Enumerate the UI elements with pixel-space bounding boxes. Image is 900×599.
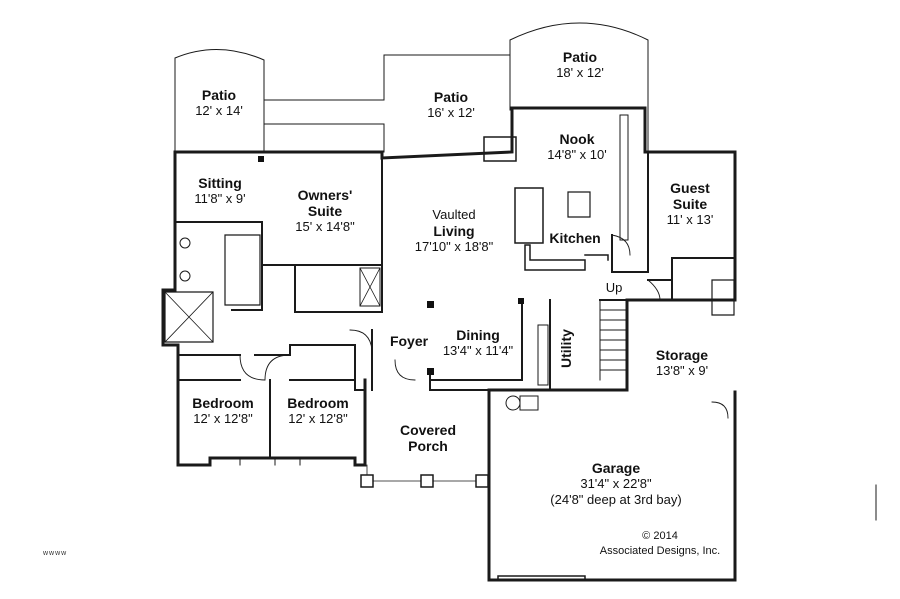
garage-wall <box>489 300 735 580</box>
room-dim: 11' x 13' <box>666 212 714 227</box>
room-patio-right: Patio 18' x 12' <box>556 49 604 81</box>
room-garage: Garage 31'4" x 22'8" (24'8" deep at 3rd … <box>550 460 681 508</box>
stairs <box>600 300 627 380</box>
room-storage: Storage 13'8" x 9' <box>656 347 708 379</box>
kitchen-island <box>515 188 543 243</box>
patio-left-outline <box>175 49 264 152</box>
stair-label: Up <box>605 280 623 295</box>
porch-edge <box>367 465 476 481</box>
room-dim: 14'8" x 10' <box>547 147 607 162</box>
room-name: Sitting <box>198 175 242 191</box>
nook-fireplace <box>484 137 516 161</box>
patio-right-outline <box>510 23 648 150</box>
room-dim: 13'4" x 11'4" <box>442 343 514 358</box>
garage-fixture <box>520 396 538 410</box>
room-name: Owners' <box>297 187 353 203</box>
exterior-wall-main <box>175 108 735 300</box>
room-sitting: Sitting 11'8" x 9' <box>194 175 245 207</box>
porch-post-1 <box>361 475 373 487</box>
room-dim: 31'4" x 22'8" <box>580 476 652 491</box>
room-bedroom-left: Bedroom 12' x 12'8" <box>192 395 253 427</box>
room-dim: 17'10" x 18'8" <box>414 239 494 254</box>
room-covered-porch: Covered Porch <box>400 422 456 454</box>
shower <box>165 292 213 342</box>
copyright-line-1: © 2014 <box>642 530 678 542</box>
room-guest-suite: Guest Suite 11' x 13' <box>667 180 714 228</box>
porch-post-3 <box>476 475 488 487</box>
garage-circle <box>506 396 520 410</box>
column-2 <box>427 368 434 375</box>
exterior-wall-left <box>163 152 365 465</box>
nook-window <box>620 115 628 240</box>
room-name: Covered <box>399 422 457 438</box>
door-swings <box>240 235 728 418</box>
room-patio-left: Patio 12' x 14' <box>195 87 243 119</box>
room-name-2: Suite <box>672 196 708 212</box>
room-dining: Dining 13'4" x 11'4" <box>443 327 513 359</box>
room-dim: 12' x 14' <box>195 103 243 118</box>
room-name: Patio <box>562 49 598 65</box>
shower-diag <box>165 292 213 342</box>
porch-post-2 <box>421 475 433 487</box>
room-name-2: Porch <box>408 438 448 454</box>
sink-1 <box>180 238 190 248</box>
room-bedroom-right: Bedroom 12' x 12'8" <box>287 395 348 427</box>
cooktop <box>568 192 590 217</box>
closet-shower <box>360 268 380 306</box>
closet-diag <box>360 268 380 306</box>
patio-center-outline <box>264 55 510 152</box>
room-name: Kitchen <box>549 230 601 246</box>
room-foyer: Foyer <box>390 333 428 349</box>
room-name-1: Vaulted <box>432 207 476 222</box>
room-dim: 11'8" x 9' <box>194 191 246 206</box>
watermark: wwww <box>43 550 68 557</box>
room-name: Living <box>433 223 475 239</box>
room-up: Up <box>606 280 623 296</box>
room-dim: 16' x 12' <box>427 105 475 120</box>
room-name: Bedroom <box>287 395 349 411</box>
room-name: Dining <box>456 327 500 343</box>
copyright-line-2: Associated Designs, Inc. <box>599 545 721 557</box>
room-dim: 13'8" x 9' <box>655 363 709 378</box>
room-dim: 12' x 12'8" <box>193 411 253 426</box>
room-nook: Nook 14'8" x 10' <box>547 131 606 163</box>
room-vaulted-living: Vaulted Living 17'10" x 18'8" <box>415 207 494 255</box>
room-name: Nook <box>559 131 595 147</box>
room-kitchen: Kitchen <box>549 230 600 246</box>
room-dim: 12' x 12'8" <box>288 411 348 426</box>
room-name: Storage <box>655 347 709 363</box>
room-dim-2: (24'8" deep at 3rd bay) <box>550 492 682 507</box>
column-4 <box>258 156 264 162</box>
room-name-2: Suite <box>307 203 343 219</box>
room-owners-suite: Owners' Suite 15' x 14'8" <box>295 187 354 235</box>
column-1 <box>427 301 434 308</box>
owners-tub <box>225 235 260 305</box>
garage-door <box>498 576 585 580</box>
room-dim: 18' x 12' <box>556 65 604 80</box>
room-patio-center: Patio 16' x 12' <box>427 89 475 121</box>
sink-2 <box>180 271 190 281</box>
column-3 <box>518 298 524 304</box>
room-name: Guest <box>670 180 710 196</box>
room-name: Bedroom <box>192 395 254 411</box>
guest-tub <box>712 280 734 315</box>
room-name: Patio <box>433 89 469 105</box>
utility-counter <box>538 325 548 385</box>
room-name: Garage <box>591 460 641 476</box>
room-dim: 15' x 14'8" <box>295 219 355 234</box>
room-utility: Utility <box>558 329 574 368</box>
kitchen-counter <box>525 245 608 270</box>
interior-walls <box>175 152 735 458</box>
room-name: Foyer <box>389 333 429 349</box>
room-name: Patio <box>201 87 237 103</box>
bedroom-windows <box>210 458 300 465</box>
